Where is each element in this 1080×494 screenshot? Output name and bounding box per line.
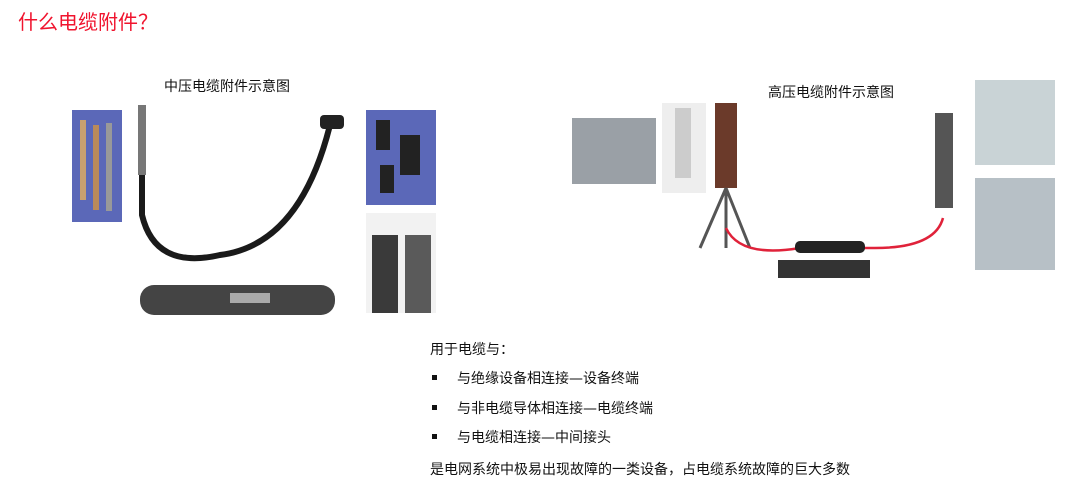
hv-transformer-photo	[975, 178, 1055, 270]
hv-accessories-image	[572, 80, 1055, 278]
usage-item: 与电缆相连接—中间接头	[457, 430, 611, 446]
slide-title: 什么电缆附件？	[18, 10, 158, 34]
bullet-icon	[432, 405, 437, 410]
hv-joint	[795, 241, 865, 253]
bullet-icon	[432, 375, 437, 380]
mv-elbow-connector	[320, 115, 344, 129]
usage-item: 与非电缆导体相连接—电缆终端	[457, 401, 653, 417]
mv-caption: 中压电缆附件示意图	[164, 79, 290, 95]
hv-joint-photo	[778, 260, 870, 278]
hv-gis-termination	[935, 113, 953, 208]
usage-heading: 用于电缆与：	[430, 342, 514, 358]
usage-summary: 是电网系统中极易出现故障的一类设备，占电缆系统故障的巨大多数	[430, 462, 850, 478]
mv-accessories-image	[72, 105, 436, 315]
bullet-icon	[432, 434, 437, 439]
usage-item: 与绝缘设备相连接—设备终端	[457, 371, 639, 387]
hv-outdoor-termination	[715, 103, 737, 188]
mv-stress-cone	[138, 105, 146, 175]
hv-caption: 高压电缆附件示意图	[768, 85, 894, 101]
hv-substation-photo	[572, 118, 656, 184]
mv-cable	[139, 115, 333, 262]
hv-gis-photo	[975, 80, 1055, 165]
